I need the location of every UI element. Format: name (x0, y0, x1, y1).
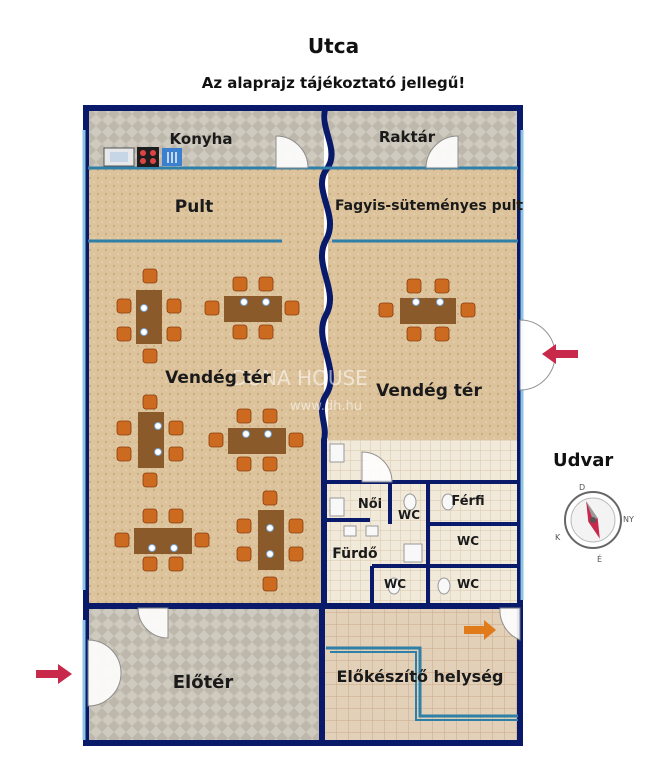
room-label-wc: WC (384, 577, 406, 591)
dining-set (236, 490, 304, 592)
yard-label: Udvar (553, 450, 614, 471)
dining-set (208, 408, 304, 472)
dining-set (114, 508, 210, 572)
compass-icon: D NY É K (555, 483, 634, 564)
watermark-line2: www.dh.hu (290, 399, 362, 414)
room-label-lobby: Előtér (173, 672, 234, 693)
compass-letter: NY (623, 515, 634, 524)
room-label-wc: WC (398, 508, 420, 522)
dining-set (378, 278, 476, 342)
room-label-prep-room: Előkészítő helység (337, 667, 504, 686)
compass-letter: K (555, 533, 561, 542)
room-label-guest-area-right: Vendég tér (376, 381, 482, 401)
left-entry-arrow-icon (36, 664, 72, 684)
inner-arrow-icon (464, 620, 496, 640)
room-label-counter: Pult (175, 197, 214, 217)
room-label-bathroom: Fürdő (332, 546, 378, 562)
room-label-womens: Női (358, 497, 382, 512)
compass-letter: É (597, 553, 602, 564)
room-label-wc: WC (457, 534, 479, 548)
room-label-wc: WC (457, 577, 479, 591)
room-label-storage: Raktár (379, 128, 436, 146)
dining-set (116, 394, 184, 488)
room-label-kitchen: Konyha (170, 130, 233, 148)
yard-entry-arrow-icon (542, 344, 578, 364)
room-label-guest-area-left: Vendég tér (165, 368, 271, 388)
room-label-icecream-counter: Fagyis-süteményes pult (335, 198, 523, 214)
dining-set (204, 276, 300, 340)
room-label-mens: Férfi (451, 494, 484, 509)
disclaimer-text: Az alaprajz tájékoztató jellegű! (201, 74, 466, 92)
watermark-line1: DUNA HOUSE (232, 366, 368, 390)
compass-letter: D (579, 483, 585, 492)
street-label: Utca (307, 34, 360, 58)
dining-set (116, 268, 182, 364)
